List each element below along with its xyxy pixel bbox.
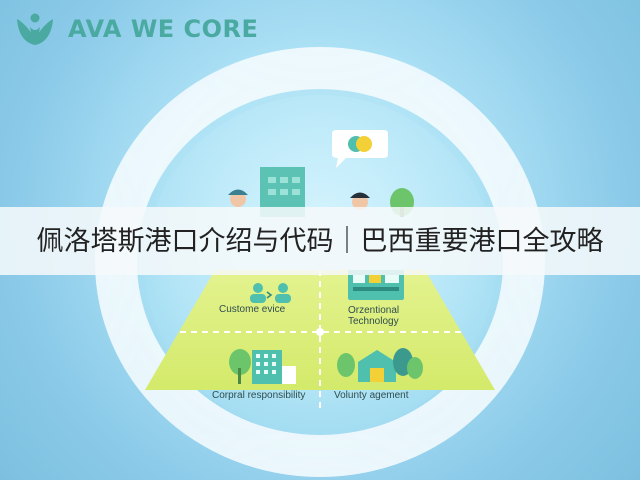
leaf-person-icon — [12, 9, 58, 49]
page-title[interactable]: 佩洛塔斯港口介绍与代码｜巴西重要港口全攻略 — [36, 225, 604, 257]
quadrant-label-responsibility: Corpral responsibility — [212, 390, 306, 401]
quadrant-label-customer-service: Custome evice — [219, 304, 286, 315]
chat-bubble-icon — [332, 130, 388, 168]
customer-service-icon — [250, 283, 291, 303]
quadrant-label-technology: Orzentional Technology — [348, 305, 399, 327]
technology-screen-icon — [348, 270, 404, 300]
city-trees-icon — [229, 349, 296, 384]
quadrant-label-volunteering: Volunty agement — [334, 390, 409, 401]
quadrant-pyramid — [145, 270, 495, 410]
quadrant-label-technology-line2: Technology — [348, 316, 399, 327]
brand-header: AVA WE CORE — [12, 9, 258, 49]
brand-name: AVA WE CORE — [68, 15, 259, 43]
title-overlay: 佩洛塔斯港口介绍与代码｜巴西重要港口全攻略 — [0, 207, 640, 275]
quadrant-label-technology-line1: Orzentional — [348, 305, 400, 316]
community-house-icon — [337, 348, 423, 382]
